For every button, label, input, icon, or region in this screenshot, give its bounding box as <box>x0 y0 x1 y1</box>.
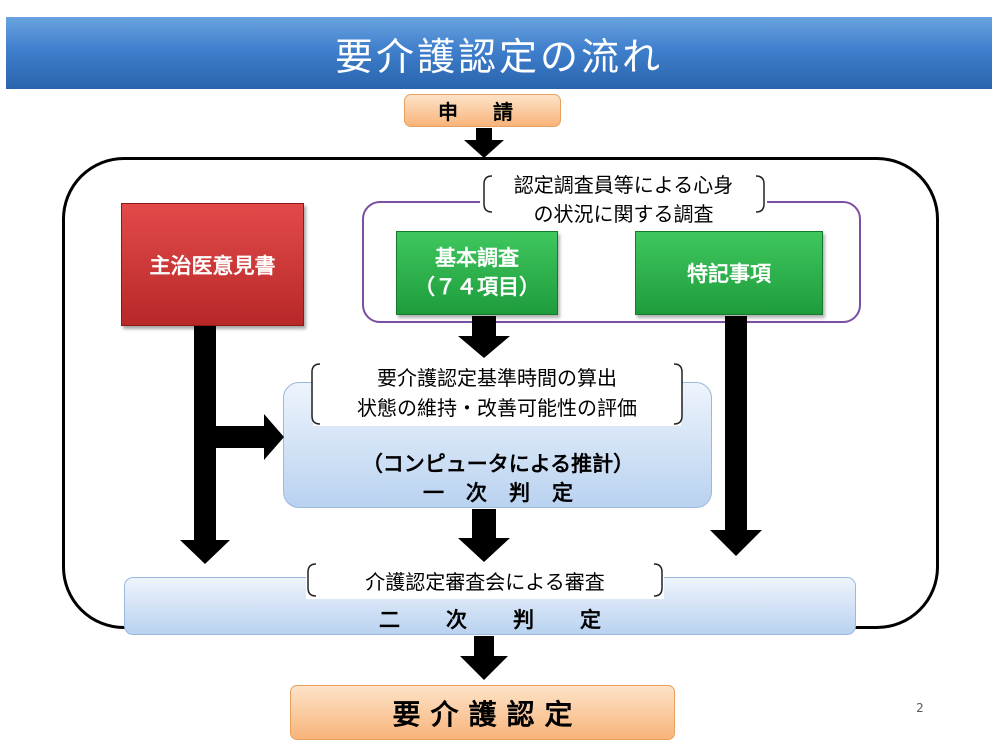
special-notes-box: 特記事項 <box>635 231 823 315</box>
page-title: 要介護認定の流れ <box>6 17 992 89</box>
primary-calc-line2: 状態の維持・改善可能性の評価 <box>357 396 637 420</box>
page-number: 2 <box>916 701 924 715</box>
basic-survey-title: 基本調査 <box>435 246 519 270</box>
secondary-review-label: 介護認定審査会による審査 <box>306 561 664 599</box>
basic-survey-count: （７４項目） <box>414 275 540 299</box>
survey-label-line1: 認定調査員等による心身 <box>513 173 734 197</box>
primary-judgment-label: 一次判定 <box>423 481 595 505</box>
application-box: 申 請 <box>404 94 561 127</box>
primary-method-label: （コンピュータによる推計） <box>361 452 635 476</box>
primary-calc-line1: 要介護認定基準時間の算出 <box>377 366 617 390</box>
doctor-opinion-box: 主治医意見書 <box>121 203 304 326</box>
result-box: 要介護認定 <box>290 685 675 740</box>
basic-survey-box: 基本調査 （７４項目） <box>396 231 558 315</box>
survey-label: 認定調査員等による心身 の状況に関する調査 <box>480 169 767 231</box>
primary-calc-label: 要介護認定基準時間の算出 状態の維持・改善可能性の評価 <box>313 360 681 426</box>
survey-label-line2: の状況に関する調査 <box>533 202 714 226</box>
secondary-judgment-label: 二次判定 <box>379 608 647 632</box>
arrow-secondary-to-result <box>460 636 508 680</box>
